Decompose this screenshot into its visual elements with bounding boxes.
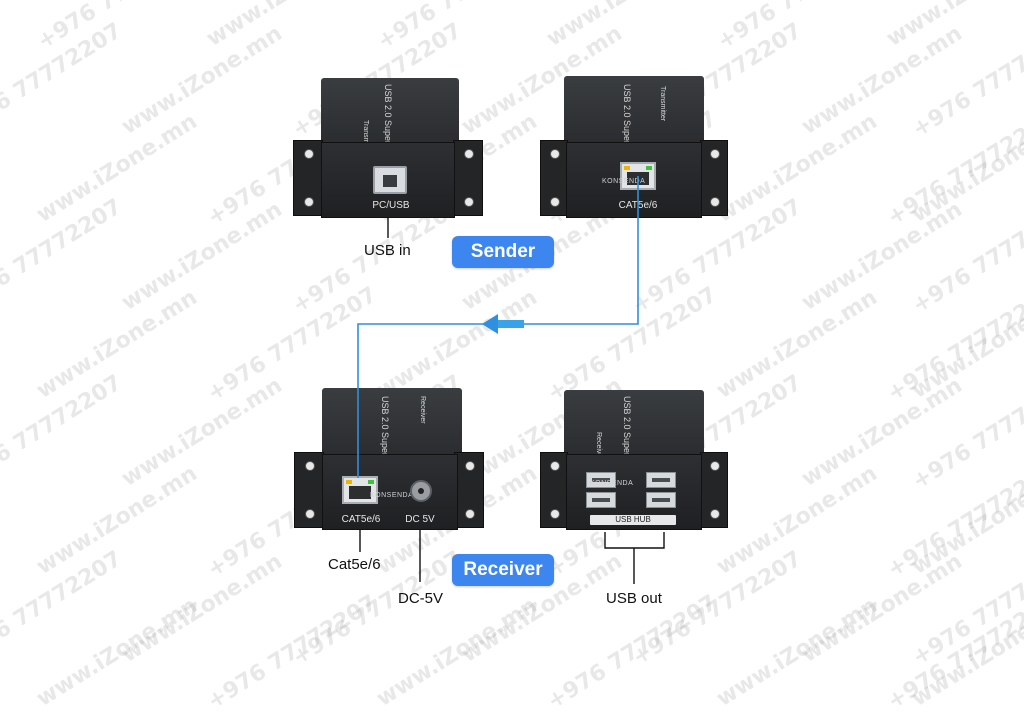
activity-led [646, 166, 652, 170]
screw-hole [710, 509, 720, 519]
arrow-head-icon [482, 314, 498, 334]
device-top-panel [321, 78, 459, 144]
port-label-cat: CAT5e/6 [341, 514, 381, 525]
screw-hole [550, 509, 560, 519]
usb-b-port [373, 166, 407, 194]
usb-a-port [586, 492, 616, 508]
mounting-flange-left [540, 452, 568, 528]
callout-usb-out: USB out [606, 590, 662, 607]
screw-hole [464, 197, 474, 207]
screw-hole [304, 149, 314, 159]
screw-hole [550, 197, 560, 207]
mounting-flange-left [293, 140, 323, 216]
screw-hole [465, 461, 475, 471]
mounting-flange-right [454, 452, 484, 528]
usb-a-port [646, 492, 676, 508]
brand-label: KONSENDA [602, 178, 646, 185]
callout-cat: Cat5e/6 [328, 556, 381, 573]
brand-label: KONSENDA [590, 480, 634, 487]
screw-hole [305, 509, 315, 519]
device-front-panel [566, 142, 702, 218]
callout-bracket-usb-out [604, 532, 665, 549]
receiver-usb-hub-device: USB 2.0 Super Extender Receiver KONSENDA… [540, 390, 728, 530]
mounting-flange-left [540, 140, 568, 216]
screw-hole [305, 461, 315, 471]
arrow-tail [496, 320, 524, 328]
receiver-pill: Receiver [452, 554, 554, 586]
port-label-dc: DC 5V [405, 514, 435, 525]
screw-hole [710, 197, 720, 207]
mounting-flange-right [700, 140, 728, 216]
activity-led [368, 480, 374, 484]
usb-a-port [646, 472, 676, 488]
usb-hub-label: USB HUB [590, 515, 676, 525]
screw-hole [304, 197, 314, 207]
screw-hole [465, 509, 475, 519]
screw-hole [710, 461, 720, 471]
device-top-panel [322, 388, 462, 456]
brand-label: KONSENDA [370, 492, 414, 499]
link-led [624, 166, 630, 170]
sender-ethernet-device: USB 2.0 Super Extender Transmitter KONSE… [540, 76, 728, 218]
sender-pill: Sender [452, 236, 554, 268]
connection-lines [357, 176, 665, 584]
device-top-panel [564, 390, 704, 456]
rj45-socket [349, 486, 371, 499]
mounting-flange-right [453, 140, 483, 216]
sender-transmitter-device: USB 2.0 Super Extender Transmitter PC/US… [293, 78, 483, 218]
dc-power-jack [410, 480, 432, 502]
screw-hole [550, 461, 560, 471]
rj45-port [342, 476, 378, 504]
callout-dc: DC-5V [398, 590, 444, 607]
receiver-ethernet-device: USB 2.0 Super Extender Receiver KONSENDA… [294, 388, 484, 530]
usb-a-port [586, 472, 616, 488]
screw-hole [710, 149, 720, 159]
link-led [346, 480, 352, 484]
device-top-panel [564, 76, 704, 144]
callout-usb-in: USB in [364, 242, 411, 259]
port-label-pc-usb: PC/USB [372, 200, 410, 211]
screw-hole [550, 149, 560, 159]
screw-hole [464, 149, 474, 159]
